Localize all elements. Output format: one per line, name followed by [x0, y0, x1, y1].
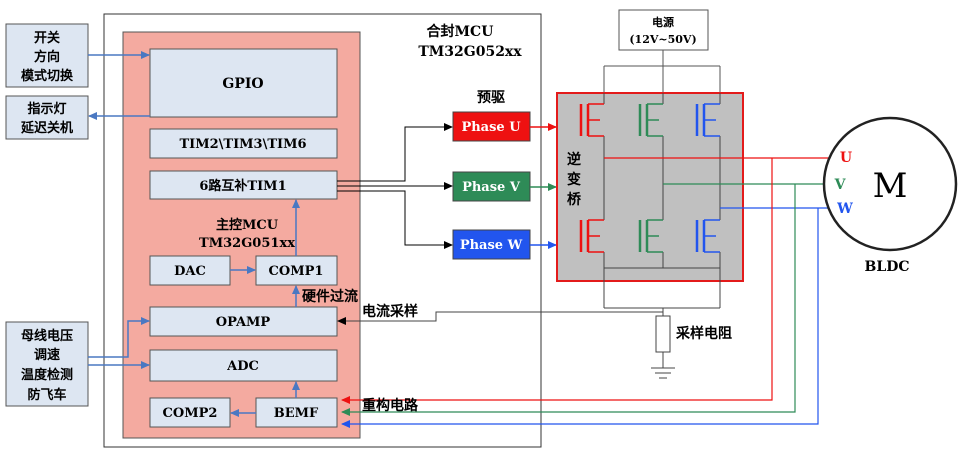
w-feedback-line — [341, 208, 819, 428]
bldc-motor: M BLDC U V W — [822, 116, 958, 275]
bemf-block: BEMF — [255, 397, 338, 428]
phase-w-label: Phase W — [460, 238, 523, 253]
mosfet-w-low — [695, 219, 720, 253]
hw-overcurrent-label: 硬件过流 — [302, 288, 358, 305]
tim1-to-phase-u-arrow — [337, 123, 453, 182]
analog-to-opamp-arrow — [88, 317, 150, 358]
adc-block: ADC — [149, 349, 338, 382]
timers-block: TIM2\TIM3\TIM6 — [149, 128, 338, 159]
indicator-label: 指示灯 — [27, 101, 66, 117]
current-sampling-label: 电流采样 — [362, 303, 418, 320]
phase-v-label: Phase V — [462, 180, 521, 195]
power-title: 电源 — [652, 15, 674, 29]
motor-symbol: M — [873, 166, 908, 206]
anti-runaway-label: 防飞车 — [27, 387, 66, 403]
comp2-label: COMP2 — [163, 406, 218, 421]
current-sampling-line — [337, 311, 663, 325]
u-feedback-line — [341, 158, 773, 404]
opamp-block: OPAMP — [149, 306, 338, 337]
indicator-box: 指示灯 延迟关机 — [5, 95, 89, 140]
v-feedback-line — [341, 184, 796, 416]
phase-u-box: Phase U — [452, 111, 531, 142]
gpio-label: GPIO — [222, 76, 263, 92]
analog-input-box: 母线电压 调速 温度检测 防飞车 — [5, 321, 89, 407]
mosfet-u-low — [579, 219, 604, 253]
power-range: (12V~50V) — [629, 33, 696, 46]
dac-block: DAC — [149, 255, 231, 286]
phase-w-box: Phase W — [452, 229, 531, 260]
mosfet-u-high — [579, 103, 604, 137]
comp1-block: COMP1 — [255, 255, 338, 286]
tim1-block: 6路互补TIM1 — [149, 170, 338, 200]
main-mcu-part: TM32G051xx — [199, 236, 295, 251]
inverter-char-1: 逆 — [567, 151, 581, 168]
inverter-bridge: 逆 变 桥 — [556, 92, 744, 309]
outer-mcu-part: TM32G052xx — [418, 44, 522, 60]
mosfet-w-high — [695, 103, 720, 137]
tim1-to-phase-w-arrow — [337, 190, 453, 249]
sense-resistor — [655, 315, 671, 353]
bus-voltage-label: 母线电压 — [21, 328, 73, 344]
mosfet-v-low — [638, 219, 663, 253]
motor-phase-u-label: U — [840, 150, 852, 166]
outer-mcu-title: 合封MCU — [427, 23, 494, 40]
switch-label: 开关 — [34, 30, 60, 46]
adc-label: ADC — [226, 359, 259, 374]
temperature-label: 温度检测 — [21, 367, 73, 383]
inverter-char-2: 变 — [567, 171, 581, 188]
motor-name: BLDC — [865, 259, 910, 275]
phase-u-label: Phase U — [461, 120, 521, 135]
motor-phase-v-label: V — [834, 177, 847, 193]
speed-control-label: 调速 — [34, 347, 60, 363]
direction-label: 方向 — [34, 49, 60, 65]
delay-shutdown-label: 延迟关机 — [20, 120, 73, 136]
tim1-label: 6路互补TIM1 — [199, 178, 286, 194]
switch-input-box: 开关 方向 模式切换 — [5, 23, 89, 88]
ground-symbol — [651, 367, 675, 379]
mosfet-v-high — [638, 103, 663, 137]
timers-label: TIM2\TIM3\TIM6 — [179, 137, 306, 152]
phase-v-box: Phase V — [452, 171, 531, 202]
comp1-label: COMP1 — [269, 264, 324, 279]
main-mcu-title: 主控MCU — [216, 217, 279, 233]
opamp-label: OPAMP — [216, 315, 271, 330]
mode-switch-label: 模式切换 — [21, 68, 74, 84]
power-supply-box: 电源 (12V~50V) — [618, 9, 709, 51]
inverter-char-3: 桥 — [567, 191, 582, 208]
bemf-label: BEMF — [274, 406, 319, 421]
predriver-title: 预驱 — [477, 90, 505, 106]
gpio-block: GPIO — [149, 48, 338, 118]
sense-resistor-label: 采样电阻 — [675, 325, 732, 342]
dac-label: DAC — [174, 264, 206, 279]
reconstruction-label: 重构电路 — [362, 397, 419, 414]
motor-phase-w-label: W — [836, 201, 853, 217]
comp2-block: COMP2 — [149, 397, 231, 428]
